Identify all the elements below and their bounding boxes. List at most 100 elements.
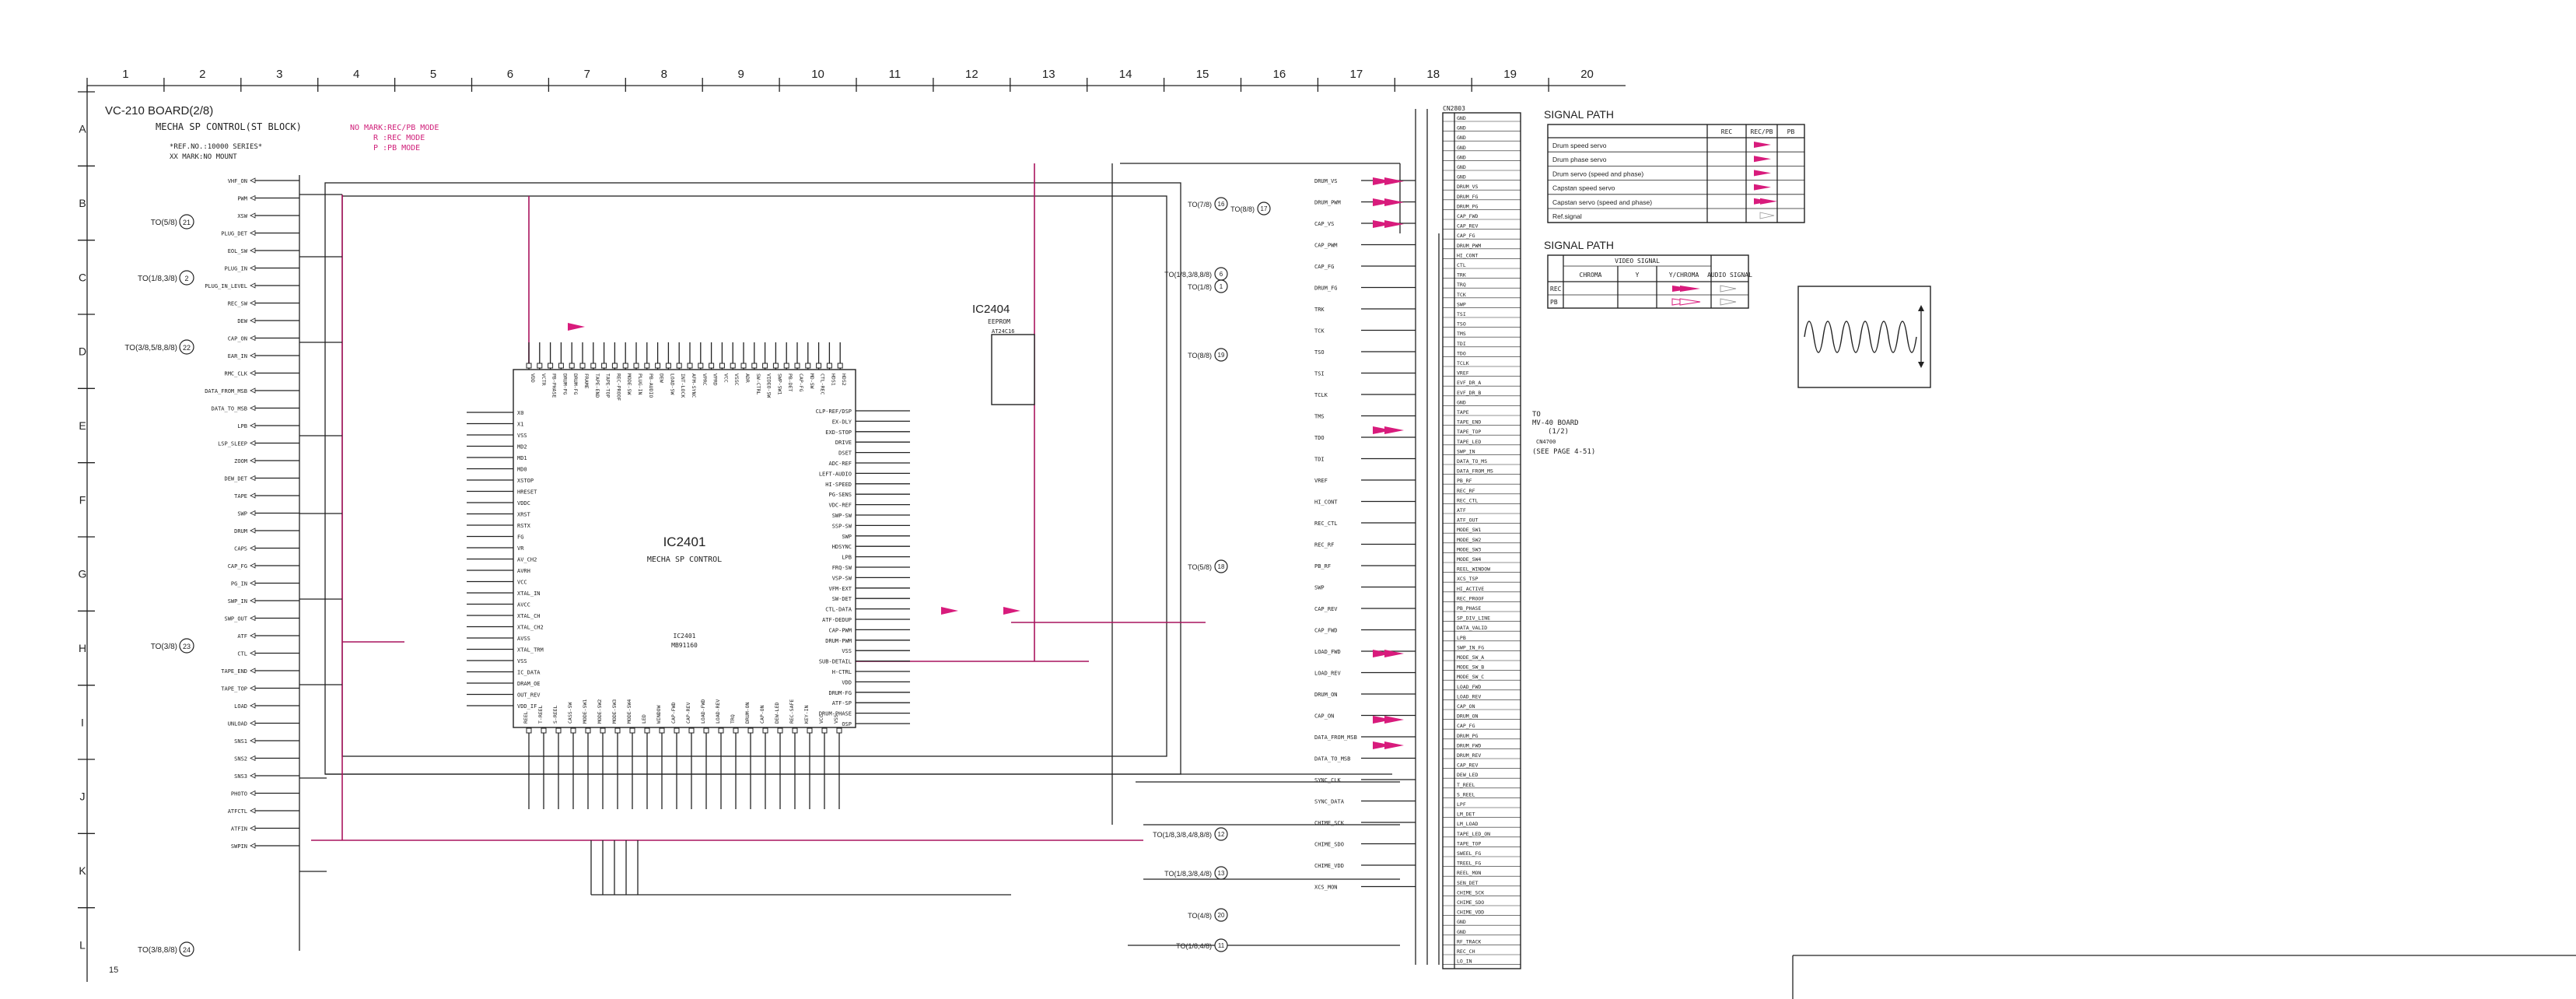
right-signal-label: CHIME_VDD [1314, 863, 1344, 869]
ic-main-left-pin-label: IC_DATA [517, 670, 541, 676]
ic-main-right-pin-label: DRUM-PHASE [819, 711, 852, 717]
left-signal-label: SWP [237, 511, 247, 517]
ic-pin-pad [762, 727, 768, 734]
grid-row-label: C [79, 271, 86, 283]
ic-small-sub: AT24C16 [992, 328, 1015, 335]
cn-pin-label: REC_CH [1457, 948, 1475, 955]
cn-pin-label: ATF_OUT [1457, 517, 1478, 524]
sp1-header: REC [1721, 128, 1733, 135]
sp2-group-header: VIDEO SIGNAL [1615, 258, 1660, 265]
right-signal-label: CAP_ON [1314, 713, 1334, 720]
left-signal-label: ATFCTL [228, 808, 247, 815]
signal-path-arrow-icon [1754, 184, 1771, 191]
cn-pin-label: EVF_DR_B [1457, 390, 1481, 396]
signal-arrow-icon [250, 738, 256, 744]
ic-main-right-pin-label: DRIVE [835, 440, 852, 446]
right-connector-label: TO(8/8) [1230, 205, 1255, 213]
ic-main-top-pin-label: MD-SW [809, 373, 815, 389]
ic-main-name: MECHA SP CONTROL [647, 556, 722, 564]
page-number: 15 [109, 966, 118, 975]
signal-arrow-icon [250, 563, 256, 569]
ic-main-bottom-pin-label: LOAD-REV [715, 699, 721, 724]
signal-flow-arrow-icon [1384, 426, 1404, 434]
left-signal-label: SWP_OUT [224, 616, 247, 622]
ic-main-chip: IC2401 MECHA SP CONTROL IC2401 MB91160 X… [467, 342, 910, 809]
ic-main-bottom-pin-label: MODE-SW1 [582, 699, 588, 724]
ic-main-ref: IC2401 [663, 535, 706, 549]
ic-pin-pad [772, 363, 779, 369]
cn-pin-label: GND [1457, 164, 1466, 170]
ic-main-left-pin-label: X0 [517, 410, 523, 416]
ic-main-left-pin-label: VCC [517, 580, 527, 586]
board-ref-line1: TO [1532, 411, 1541, 419]
ic-main-left-pin-label: XRST [517, 512, 531, 518]
grid-row-label: K [79, 864, 86, 877]
ic-main-top-pin-label: DRUM-PG [562, 373, 568, 394]
video-pb-arrow-icon [1679, 298, 1701, 306]
cn-pin-label: T_REEL [1457, 782, 1475, 788]
ic-pin-pad [747, 727, 754, 734]
ic-main-left-pin-label: AVRH [517, 568, 530, 574]
ic-main-top-pin-label: VCC [723, 373, 729, 383]
left-signal-label: ATF [237, 633, 247, 640]
board-ref-line5: (SEE PAGE 4-51) [1532, 448, 1595, 456]
right-signal-column: DRUM_VSDRUM_PWMCAP_VSCAP_PWMCAP_FGDRUM_F… [568, 177, 1416, 891]
cn-pin-label: TAPE [1457, 409, 1469, 415]
cn-pin-label: LOAD_REV [1457, 693, 1481, 699]
right-signal-label: DRUM_VS [1314, 178, 1338, 184]
ic-main-bottom-pin-label: DEW-LED [774, 703, 780, 724]
cn-pin-label: LO_IN [1457, 959, 1472, 965]
right-signal-label: DRUM_PWM [1314, 200, 1341, 206]
left-signal-label: TAPE_END [221, 668, 247, 675]
ic-pin-pad [816, 363, 822, 369]
signal-flow-arrow-icon [1384, 177, 1404, 185]
board-ref-line3: (1/2) [1548, 428, 1569, 436]
cn-pin-label: TMS [1457, 331, 1466, 337]
cn-pin-label: S_REEL [1457, 791, 1475, 797]
cn-pin-label: TAPE_TOP [1457, 429, 1481, 435]
connector-circle-icon [1214, 197, 1228, 211]
signal-flow-arrow-icon [1384, 716, 1404, 724]
right-connector-label: TO(1/8,4/8) [1176, 942, 1212, 950]
signal-arrow-icon [250, 212, 256, 219]
ref-signal-arrow-icon [1759, 212, 1775, 219]
grid-col-label: 14 [1119, 68, 1132, 81]
cn-pin-label: TDO [1457, 350, 1466, 356]
signal-arrow-icon [250, 457, 256, 464]
connector-circle-icon [179, 339, 194, 355]
ic-main-bottom-pin-label: MODE-SW2 [597, 699, 603, 724]
ic-pin-pad [719, 363, 725, 369]
connector-circle-icon [1214, 866, 1228, 880]
ic-main-left-pin-label: AVCC [517, 602, 530, 608]
ic-main-left-pin-label: XTAL_TRM [517, 647, 544, 654]
ic-main-right-pin-label: DRUM-PWM [825, 638, 852, 644]
sp2-title: SIGNAL PATH [1544, 239, 1614, 251]
connector-circle-icon [179, 941, 194, 957]
ic-pin-pad [558, 363, 564, 369]
ic-pin-pad [709, 363, 715, 369]
right-signal-label: CAP_FG [1314, 264, 1334, 270]
cn-pin-label: REEL_WINDOW [1457, 566, 1490, 573]
right-signal-label: TCK [1314, 328, 1325, 335]
signal-arrow-icon [250, 755, 256, 762]
signal-arrow-icon [250, 580, 256, 587]
cn-pin-label: GND [1457, 174, 1466, 181]
signal-arrow-icon [250, 247, 256, 254]
signal-arrow-icon [250, 843, 256, 849]
cn-pin-label: REEL_MON [1457, 870, 1481, 876]
sp1-title: SIGNAL PATH [1544, 108, 1614, 121]
ic-main-top-pin-label: FRAME [583, 373, 590, 389]
ic-main-top-pin-label: VPRD [712, 373, 719, 386]
cn-pin-label: LM_LOAD [1457, 821, 1478, 827]
ic-pin-pad [555, 727, 562, 734]
right-signal-label: TDO [1314, 435, 1325, 441]
cn-pin-label: MODE_SW2 [1457, 537, 1481, 543]
cn-pin-label: CAP_REV [1457, 223, 1478, 230]
ic-small-ref: IC2404 [972, 303, 1010, 316]
right-signal-label: CAP_VS [1314, 221, 1334, 227]
right-signal-label: DRUM_ON [1314, 692, 1338, 698]
signal-arrow-icon [250, 335, 256, 342]
ic-pin-pad [537, 363, 543, 369]
ic-pin-pad [644, 727, 650, 734]
audio-rec-arrow-icon [1720, 285, 1737, 293]
